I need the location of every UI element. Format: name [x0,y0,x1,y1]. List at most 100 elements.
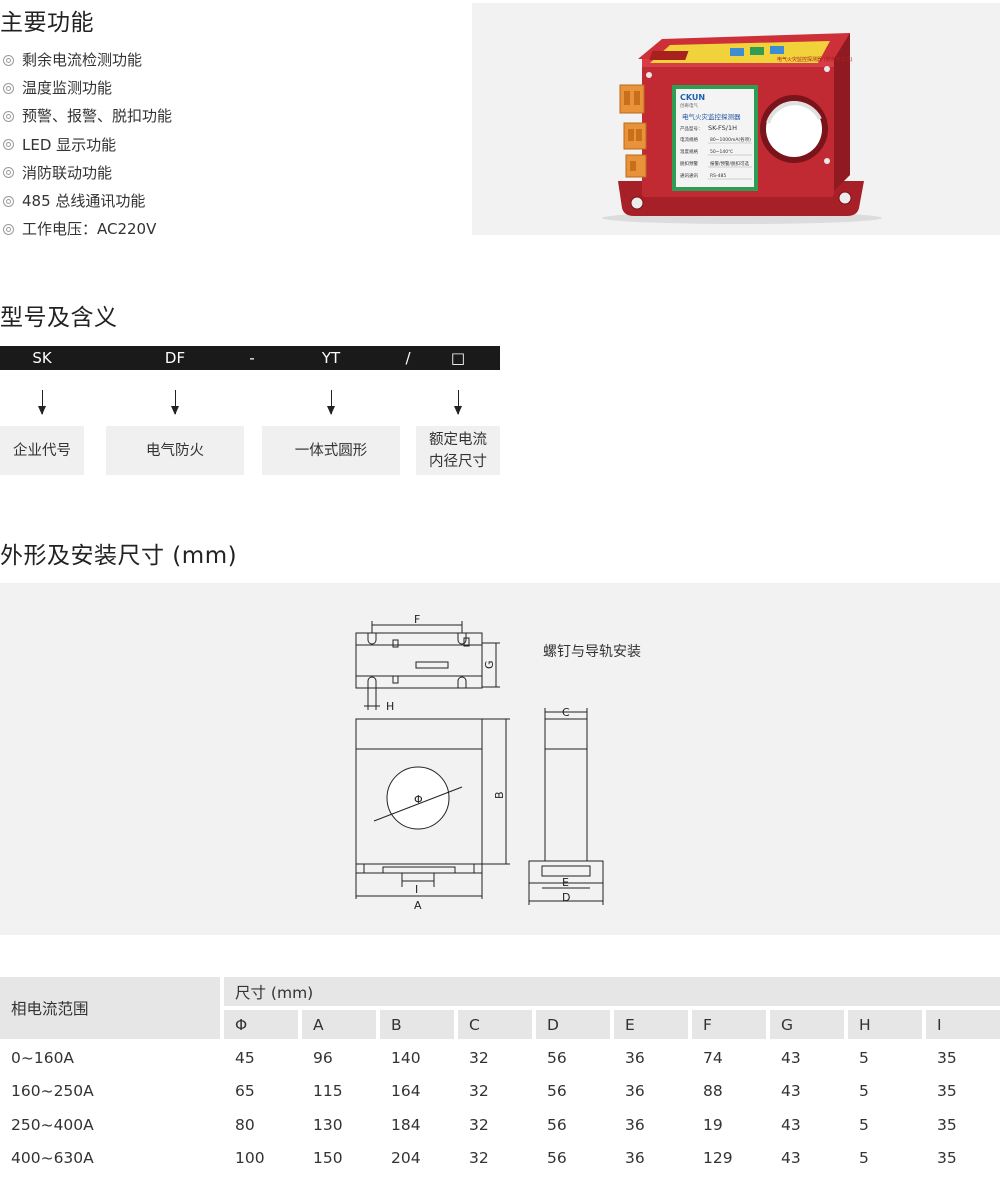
circle-bullet-icon [3,82,14,94]
table-cell: 184 [391,1116,421,1134]
arrow-down-icon [454,390,462,415]
meaning-text: 一体式圆形 [294,442,368,459]
table-column-header: Φ [224,1010,298,1039]
table-cell: 88 [703,1082,723,1100]
table-cell: 35 [937,1149,957,1167]
table-cell: 56 [547,1149,567,1167]
table-cell: 115 [313,1082,343,1100]
label-spec-value: RS-485 [710,173,726,179]
table-cell: 36 [625,1149,645,1167]
installation-note: 螺钉与导轨安装 [543,644,641,660]
meaning-text: 额定电流 内径尺寸 [429,431,487,470]
label-spec-key: 电流规格 [680,136,698,143]
dimension-drawing: F G H B Φ I A C E D 螺钉与导轨安装 [0,583,1000,935]
dimensions-title: 外形及安装尺寸 (mm) [0,543,238,569]
circle-bullet-icon [3,110,14,122]
code-segment: DF [164,349,186,367]
table-cell: 43 [781,1149,801,1167]
table-cell: 74 [703,1049,723,1067]
arrow-down-icon [327,390,335,415]
dim-label-f: F [414,613,420,626]
feature-text: 温度监测功能 [22,79,113,98]
feature-text: LED 显示功能 [22,135,117,154]
table-cell: 5 [859,1049,869,1067]
feature-text: 消防联动功能 [22,163,113,182]
svg-text:产品型号：: 产品型号： [680,125,703,132]
table-column-header: D [536,1010,610,1039]
table-cell: 43 [781,1082,801,1100]
table-column-header: H [848,1010,922,1039]
table-cell: 140 [391,1049,421,1067]
dim-label-e: E [562,876,569,889]
feature-item: 消防联动功能 [0,159,460,187]
meaning-text: 企业代号 [13,442,71,459]
table-cell: 5 [859,1082,869,1100]
label-title: 电气火灾监控探测器 [682,112,741,121]
table-cell: 56 [547,1049,567,1067]
table-cell: 5 [859,1149,869,1167]
table-cell: 150 [313,1149,343,1167]
table-cell: 129 [703,1149,733,1167]
table-cell: 36 [625,1082,645,1100]
feature-item: 剩余电流检测功能 [0,46,460,74]
table-cell: 5 [859,1116,869,1134]
dim-label-a: A [414,899,422,912]
dim-label-d: D [562,891,570,904]
table-cell: 43 [781,1116,801,1134]
feature-item: 工作电压：AC220V [0,215,460,243]
table-row-range: 160~250A [11,1082,94,1100]
table-column-header: I [926,1010,1000,1039]
functions-title: 主要功能 [0,10,94,36]
code-segment: SK [32,349,52,367]
label-model: SK-FS/1H [708,124,737,132]
circle-bullet-icon [3,195,14,207]
table-cell: 32 [469,1149,489,1167]
dim-label-i: I [415,883,418,896]
table-cell: 130 [313,1116,343,1134]
fire-monitor-detector-image: 电气火灾监控探测器 (剩余电流式) CKUN 创奇电气 电气火灾监控探测器 产品… [602,33,882,224]
feature-item: 预警、报警、脱扣功能 [0,102,460,130]
label-spec-value: 报警/预警/脱扣可选 [710,160,750,167]
table-cell: 43 [781,1049,801,1067]
model-code-bar: SK DF - YT / □ [0,346,500,370]
table-cell: 80 [235,1116,255,1134]
feature-item: LED 显示功能 [0,131,460,159]
feature-item: 485 总线通讯功能 [0,187,460,215]
model-meaning-box: 企业代号 [0,426,84,475]
table-cell: 45 [235,1049,255,1067]
code-segment: □ [450,349,466,367]
table-cell: 96 [313,1049,333,1067]
meaning-text: 电气防火 [146,442,204,459]
table-cell: 36 [625,1049,645,1067]
table-cell: 100 [235,1149,265,1167]
table-cell: 56 [547,1116,567,1134]
feature-item: 温度监测功能 [0,74,460,102]
circle-bullet-icon [3,223,14,235]
technical-drawing: F G H B Φ I A C E D 螺钉与导轨安装 [355,613,641,912]
model-meaning-box: 一体式圆形 [262,426,400,475]
label-spec-key: 脱扣预警 [680,160,698,167]
model-title: 型号及含义 [0,305,118,331]
panel-strip-text: 电气火灾监控探测器 (剩余电流式) [777,56,853,63]
table-column-header: C [458,1010,532,1039]
code-segment: - [249,349,255,367]
table-column-header: A [302,1010,376,1039]
circle-bullet-icon [3,54,14,66]
label-spec-key: 通讯通讯 [680,172,698,179]
dim-label-phi: Φ [414,793,423,806]
table-cell: 35 [937,1082,957,1100]
table-cell: 35 [937,1116,957,1134]
table-cell: 36 [625,1116,645,1134]
table-cell: 56 [547,1082,567,1100]
table-cell: 19 [703,1116,723,1134]
table-column-header: E [614,1010,688,1039]
svg-text:创奇电气: 创奇电气 [680,102,698,109]
circle-bullet-icon [3,139,14,151]
table-cell: 35 [937,1049,957,1067]
table-cell: 32 [469,1049,489,1067]
feature-list: 剩余电流检测功能 温度监测功能 预警、报警、脱扣功能 LED 显示功能 消防联动… [0,46,460,243]
terminal-blocks [619,84,647,178]
circle-bullet-icon [3,167,14,179]
feature-text: 剩余电流检测功能 [22,51,143,69]
